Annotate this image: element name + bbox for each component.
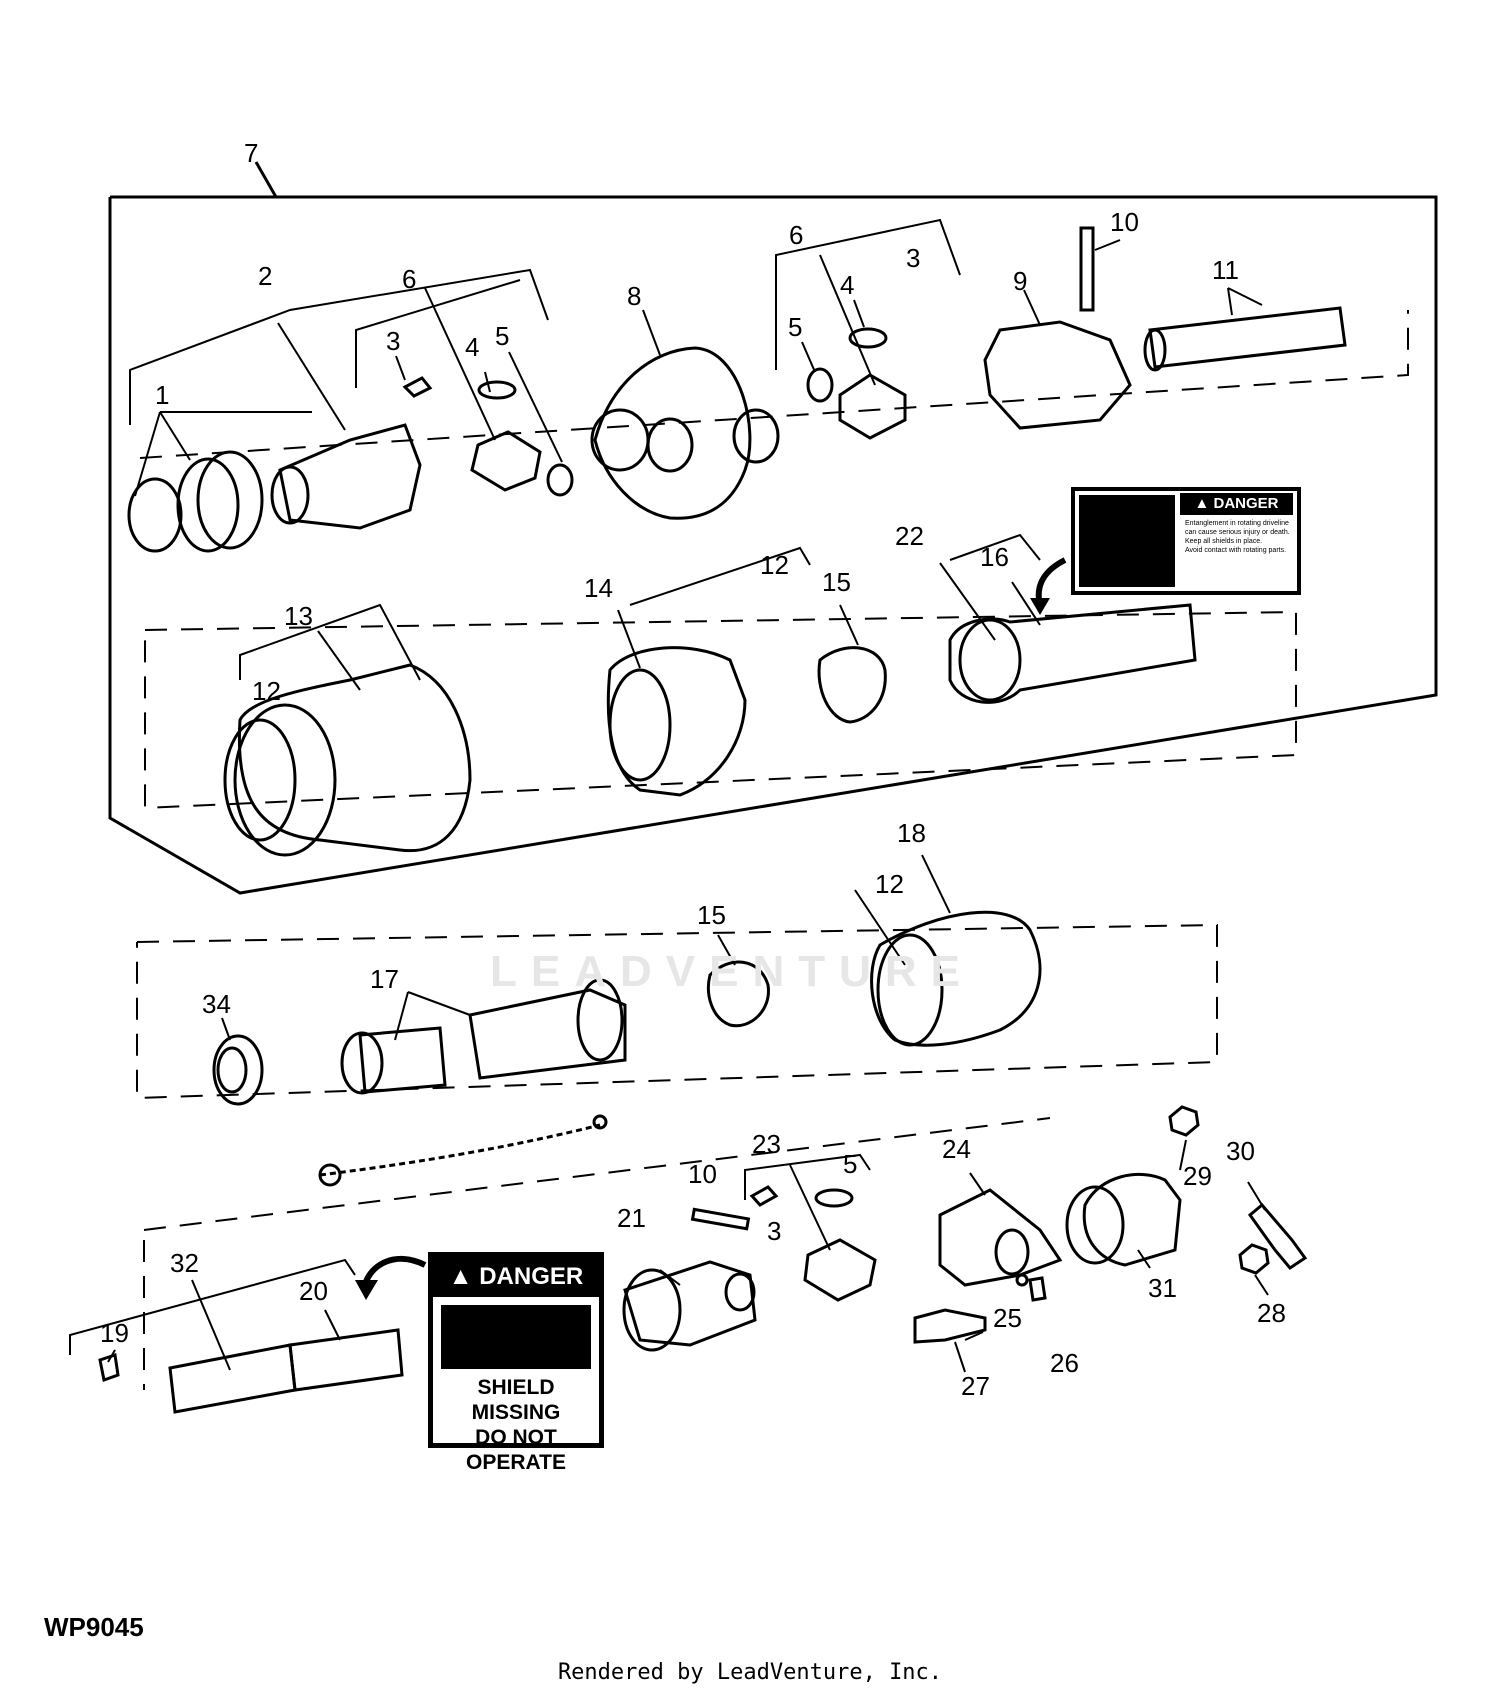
callout-5: 5: [495, 321, 509, 351]
part-31-clutch-hub: [1082, 1173, 1182, 1267]
part-3-grease-fitting: [402, 376, 433, 398]
callout-30: 30: [1226, 1136, 1255, 1166]
part-18-shield-bellows: [870, 910, 1042, 1047]
part-34-bearing: [212, 1034, 264, 1106]
part-23-cross: [803, 1238, 877, 1302]
callout-10b: 10: [688, 1159, 717, 1189]
part-21-yoke: [623, 1260, 757, 1347]
part-14-shield-bell: [606, 646, 747, 797]
callout-21: 21: [617, 1203, 646, 1233]
decal-top-text: Entanglement in rotating driveline can c…: [1185, 520, 1290, 554]
assembly-frame: [108, 195, 1438, 895]
part-1-ring: [127, 477, 183, 553]
decal-top-header: ▲ DANGER: [1180, 493, 1293, 515]
danger-decal-bottom: ▲ DANGER SHIELD MISSING DO NOT OPERATE: [428, 1252, 604, 1474]
footer-credit: Rendered by LeadVenture, Inc.: [557, 1660, 943, 1685]
callout-11: 11: [1212, 255, 1239, 285]
part-11-shaft: [1148, 306, 1347, 369]
warning-triangle-icon: ▲: [1194, 495, 1210, 512]
callout-3b: 3: [906, 243, 920, 273]
callout-10: 10: [1110, 207, 1139, 237]
callout-5b: 5: [788, 312, 802, 342]
part-25-ball: [1015, 1273, 1029, 1287]
callout-3: 3: [386, 326, 400, 356]
callout-20: 20: [299, 1276, 328, 1306]
callout-27: 27: [961, 1371, 990, 1401]
callout-8: 8: [627, 281, 641, 311]
callout-13: 13: [284, 601, 313, 631]
part-15-ring-2: [706, 960, 770, 1028]
part-2-yoke: [278, 423, 422, 530]
callout-9: 9: [1013, 266, 1027, 296]
part-26-grease-fitting: [1028, 1276, 1047, 1302]
callout-16: 16: [980, 542, 1009, 572]
callout-1: 1: [155, 380, 169, 410]
part-8-bearing-housing: [593, 346, 752, 520]
callout-4b: 4: [840, 270, 854, 300]
part-9-yoke: [983, 320, 1132, 430]
callout-23: 23: [752, 1129, 781, 1159]
callout-26: 26: [1050, 1348, 1079, 1378]
callout-32: 32: [170, 1248, 199, 1278]
warning-triangle-icon: ▲: [448, 1263, 473, 1290]
danger-decal-top: ▲ DANGER Entanglement in rotating drivel…: [1071, 487, 1301, 595]
callout-12: 12: [252, 676, 281, 706]
callout-6: 6: [402, 264, 416, 294]
part-6-cross: [470, 430, 542, 492]
callout-2: 2: [258, 261, 272, 291]
part-6-cross-2: [838, 373, 907, 440]
decal-bottom-header: ▲ DANGER: [433, 1257, 599, 1297]
callout-31: 31: [1148, 1273, 1177, 1303]
callout-34: 34: [202, 989, 231, 1019]
part-3-grease-fitting-2: [749, 1185, 779, 1207]
decal-bottom-message: SHIELD MISSING DO NOT OPERATE: [466, 1376, 566, 1474]
part-17-tube: [358, 1026, 447, 1094]
callout-6b: 6: [789, 220, 803, 250]
callout-25: 25: [993, 1303, 1022, 1333]
part-29-nut: [1168, 1105, 1200, 1137]
decal-arrow-icon-2: [362, 1255, 427, 1286]
part-10-key-2: [690, 1207, 751, 1231]
callout-17: 17: [370, 964, 399, 994]
figure-id: WP9045: [44, 1612, 144, 1642]
part-24-clutch-yoke: [938, 1188, 1063, 1287]
callout-22: 22: [895, 521, 924, 551]
callout-4: 4: [465, 332, 479, 362]
callout-14: 14: [584, 573, 613, 603]
callout-28: 28: [1257, 1298, 1286, 1328]
part-32-shaft: [168, 1343, 297, 1414]
part-27-bolt: [913, 1308, 987, 1344]
entanglement-pictogram-icon: [1079, 495, 1175, 587]
callout-12c: 12: [875, 869, 904, 899]
callout-18: 18: [897, 818, 926, 848]
part-15-bearing-ring: [817, 646, 887, 724]
part-1-collar: [176, 457, 240, 553]
callout-15: 15: [822, 567, 851, 597]
entanglement-pictogram-icon: [441, 1305, 591, 1369]
callout-19: 19: [100, 1318, 129, 1348]
part-17-tube-outer: [468, 988, 627, 1080]
part-20-shaft: [288, 1328, 404, 1392]
callout-12b: 12: [760, 550, 789, 580]
watermark: LEADVENTURE: [490, 947, 975, 996]
callout-5c: 5: [843, 1149, 857, 1179]
part-28-nut: [1238, 1243, 1270, 1275]
part-30-bolt: [1247, 1202, 1308, 1270]
part-13-shield-cone: [237, 663, 472, 853]
part-22-inner-shield: [948, 603, 1197, 704]
callout-24: 24: [942, 1134, 971, 1164]
callout-7: 7: [244, 138, 258, 168]
retaining-chain: [319, 1123, 601, 1177]
callout-15b: 15: [697, 900, 726, 930]
callout-3c: 3: [767, 1216, 781, 1246]
callout-labels: 7 2 1 6 3 4 5 8 6 4 3 5 9 10 11 13 12 14…: [100, 138, 1286, 1401]
callout-29: 29: [1183, 1161, 1212, 1191]
part-10-key: [1079, 226, 1095, 312]
